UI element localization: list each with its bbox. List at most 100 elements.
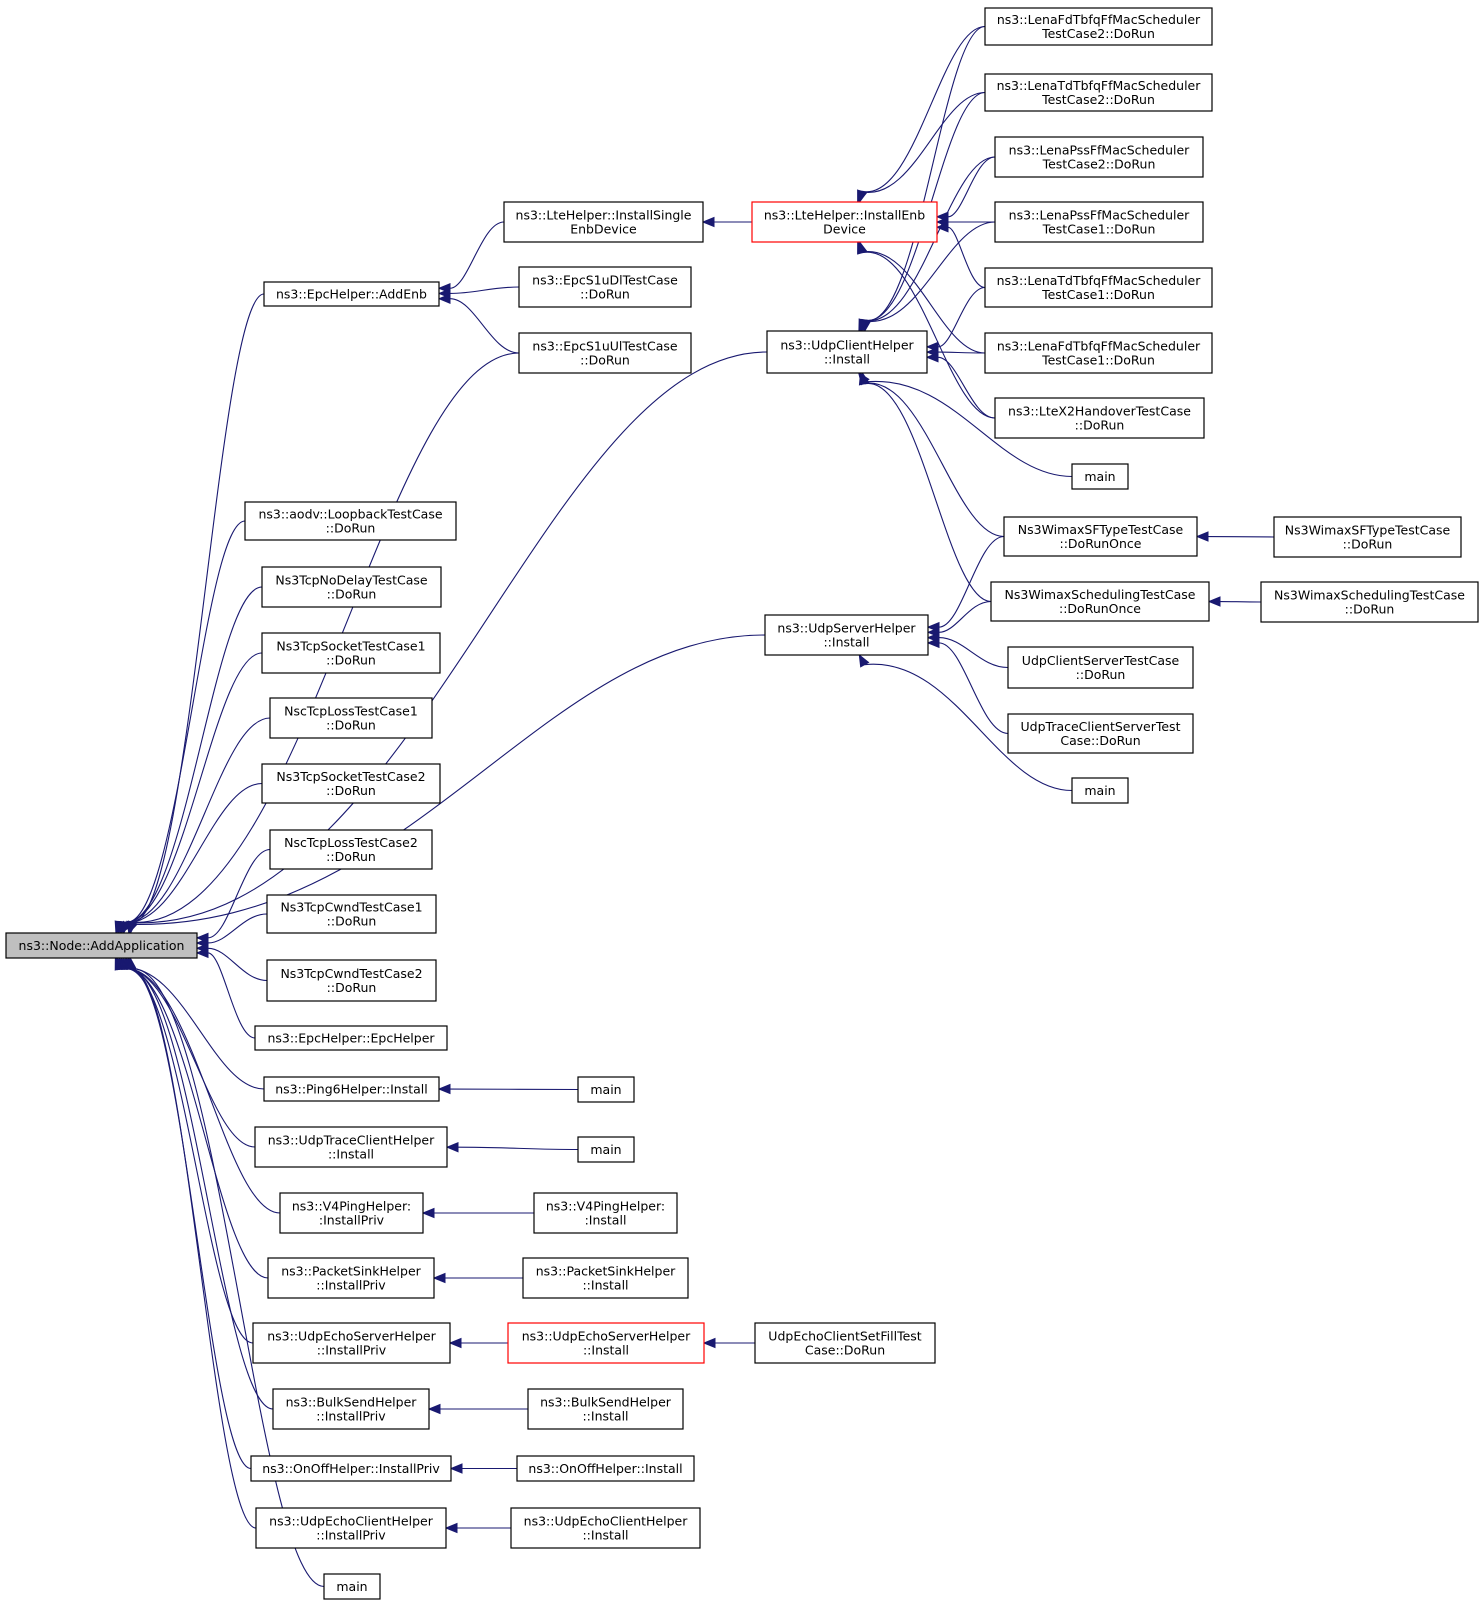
node-lenaPss2[interactable]: ns3::LenaPssFfMacSchedulerTestCase2::DoR… xyxy=(994,136,1204,178)
node-sinkInstall[interactable]: ns3::PacketSinkHelper::Install xyxy=(522,1257,689,1299)
node-udpServerInstall[interactable]: ns3::UdpServerHelper::Install xyxy=(764,614,929,656)
node-box xyxy=(1071,777,1129,804)
node-lteX2[interactable]: ns3::LteX2HandoverTestCase::DoRun xyxy=(994,397,1205,439)
node-tcpCwnd1[interactable]: Ns3TcpCwndTestCase1::DoRun xyxy=(266,894,437,934)
node-mainD[interactable]: main xyxy=(577,1136,635,1163)
node-label-line: ns3::Ping6Helper::Install xyxy=(275,1082,428,1097)
node-label-line: main xyxy=(1084,469,1115,484)
node-tcpSocket2[interactable]: Ns3TcpSocketTestCase2::DoRun xyxy=(261,763,441,804)
node-echoServerInstall[interactable]: ns3::UdpEchoServerHelper::Install xyxy=(507,1322,705,1364)
node-box xyxy=(527,1388,684,1430)
node-box xyxy=(764,614,929,656)
node-sinkPriv[interactable]: ns3::PacketSinkHelper::InstallPriv xyxy=(267,1257,435,1299)
node-label-line: ns3::LenaFdTbfqFfMacScheduler xyxy=(997,339,1201,354)
node-lenaPss1[interactable]: ns3::LenaPssFfMacSchedulerTestCase1::DoR… xyxy=(994,201,1204,243)
arrowhead-icon xyxy=(445,1141,459,1153)
node-tcpNoDelay[interactable]: Ns3TcpNoDelayTestCase::DoRun xyxy=(261,566,442,608)
call-edge-lenaPss1-to-udpClientInstall xyxy=(858,221,996,333)
node-tcpCwnd2[interactable]: Ns3TcpCwndTestCase2::DoRun xyxy=(266,959,437,1002)
node-label-line: ns3::PacketSinkHelper xyxy=(536,1264,676,1279)
node-v4PingPriv[interactable]: ns3::V4PingHelper::InstallPriv xyxy=(279,1192,424,1234)
node-wimaxSched[interactable]: Ns3WimaxSchedulingTestCase::DoRunOnce xyxy=(990,581,1210,622)
call-edge-sinkInstall-to-sinkPriv xyxy=(432,1272,524,1284)
node-v4PingInstall[interactable]: ns3::V4PingHelper::Install xyxy=(533,1192,678,1234)
node-box xyxy=(1007,646,1194,689)
node-epcAddEnb[interactable]: ns3::EpcHelper::AddEnb xyxy=(263,281,440,307)
node-aodvLoopback[interactable]: ns3::aodv::LoopbackTestCase::DoRun xyxy=(244,501,457,541)
node-label-line: Ns3WimaxSchedulingTestCase xyxy=(1274,588,1465,603)
node-ping6Install[interactable]: ns3::Ping6Helper::Install xyxy=(263,1076,440,1102)
node-wimaxSF[interactable]: Ns3WimaxSFTypeTestCase::DoRunOnce xyxy=(1003,516,1198,557)
node-box xyxy=(984,73,1213,112)
call-edge-v4PingPriv-to-addApplication xyxy=(116,956,281,1214)
node-label-line: ns3::LteX2HandoverTestCase xyxy=(1008,404,1191,419)
node-addApplication[interactable]: ns3::Node::AddApplication xyxy=(5,932,198,959)
arrowhead-icon xyxy=(195,947,209,959)
node-box xyxy=(518,332,692,374)
node-onOffPriv[interactable]: ns3::OnOffHelper::InstallPriv xyxy=(250,1455,452,1482)
node-label-line: ::DoRun xyxy=(1075,418,1125,433)
node-label-line: ::DoRun xyxy=(326,718,376,733)
edge-line xyxy=(947,226,986,289)
edge-line xyxy=(207,913,268,944)
node-onOffInstall[interactable]: ns3::OnOffHelper::Install xyxy=(516,1455,695,1482)
node-echoServerPriv[interactable]: ns3::UdpEchoServerHelper::InstallPriv xyxy=(252,1322,451,1364)
node-label-line: main xyxy=(1084,783,1115,798)
node-udpTraceClientInstall[interactable]: ns3::UdpTraceClientHelper::Install xyxy=(254,1126,448,1168)
call-edge-v4PingInstall-to-v4PingPriv xyxy=(421,1207,534,1219)
node-label-line: UdpEchoClientSetFillTest xyxy=(768,1329,921,1344)
node-bulkInstall[interactable]: ns3::BulkSendHelper::Install xyxy=(527,1388,684,1430)
node-label-line: ::DoRunOnce xyxy=(1060,536,1142,551)
node-lenaFdTbfq2[interactable]: ns3::LenaFdTbfqFfMacSchedulerTestCase2::… xyxy=(984,7,1213,46)
node-label-line: ::InstallPriv xyxy=(316,1278,386,1293)
edge-line xyxy=(449,298,520,354)
edge-line xyxy=(127,968,252,1470)
call-edge-lenaPss2-to-udpClientInstall xyxy=(858,156,996,333)
node-lenaTdTbfq1[interactable]: ns3::LenaTdTbfqFfMacSchedulerTestCase1::… xyxy=(984,267,1213,308)
node-label-line: TestCase1::DoRun xyxy=(1041,353,1155,368)
node-label-line: :Install xyxy=(585,1213,627,1228)
node-tcpSocket1[interactable]: Ns3TcpSocketTestCase1::DoRun xyxy=(261,632,441,674)
node-box xyxy=(984,332,1213,374)
node-udpClientInstall[interactable]: ns3::UdpClientHelper::Install xyxy=(766,330,928,374)
call-edge-lteX2-to-udpClientInstall xyxy=(925,352,996,419)
node-mainE[interactable]: main xyxy=(323,1573,381,1600)
node-mainC[interactable]: main xyxy=(577,1076,635,1103)
node-label-line: main xyxy=(590,1142,621,1157)
node-lenaTdTbfq2[interactable]: ns3::LenaTdTbfqFfMacSchedulerTestCase2::… xyxy=(984,73,1213,112)
node-box xyxy=(272,1388,430,1430)
node-epcS1uDl[interactable]: ns3::EpcS1uDlTestCase::DoRun xyxy=(518,266,692,308)
node-label-line: ns3::EpcHelper::AddEnb xyxy=(276,287,427,302)
node-label-line: ns3::OnOffHelper::Install xyxy=(528,1461,682,1476)
node-mainB[interactable]: main xyxy=(1071,777,1129,804)
node-wimaxSFRun[interactable]: Ns3WimaxSFTypeTestCase::DoRun xyxy=(1273,516,1462,558)
node-wimaxSchedRun[interactable]: Ns3WimaxSchedulingTestCase::DoRun xyxy=(1260,581,1479,623)
node-box xyxy=(984,267,1213,308)
arrowhead-icon xyxy=(701,216,715,228)
node-bulkPriv[interactable]: ns3::BulkSendHelper::InstallPriv xyxy=(272,1388,430,1430)
node-echoClientInstall[interactable]: ns3::UdpEchoClientHelper::Install xyxy=(510,1507,701,1549)
call-edge-mainE-to-addApplication xyxy=(126,956,325,1588)
node-lenaFdTbfq1[interactable]: ns3::LenaFdTbfqFfMacSchedulerTestCase1::… xyxy=(984,332,1213,374)
node-udpCSTest[interactable]: UdpClientServerTestCase::DoRun xyxy=(1007,646,1194,689)
node-epcCtor[interactable]: ns3::EpcHelper::EpcHelper xyxy=(254,1025,448,1051)
node-nscLoss2[interactable]: NscTcpLossTestCase2::DoRun xyxy=(269,829,433,870)
arrowhead-icon xyxy=(935,221,949,233)
node-echoClientPriv[interactable]: ns3::UdpEchoClientHelper::InstallPriv xyxy=(255,1507,447,1549)
call-edge-lenaTdTbfq1-to-udpClientInstall xyxy=(925,286,986,353)
call-edge-udpCSTest-to-udpServerInstall xyxy=(926,632,1009,669)
node-label-line: ns3::LenaTdTbfqFfMacScheduler xyxy=(997,273,1202,288)
node-epcS1uUl[interactable]: ns3::EpcS1uUlTestCase::DoRun xyxy=(518,332,692,374)
edge-line xyxy=(119,782,263,924)
node-mainA[interactable]: main xyxy=(1071,463,1129,490)
edge-line xyxy=(863,382,1005,538)
node-box xyxy=(1007,713,1194,754)
node-label-line: TestCase1::DoRun xyxy=(1042,222,1156,237)
node-label-line: Ns3WimaxSFTypeTestCase xyxy=(1285,523,1451,538)
node-box xyxy=(252,1322,451,1364)
node-nscLoss1[interactable]: NscTcpLossTestCase1::DoRun xyxy=(269,697,433,739)
